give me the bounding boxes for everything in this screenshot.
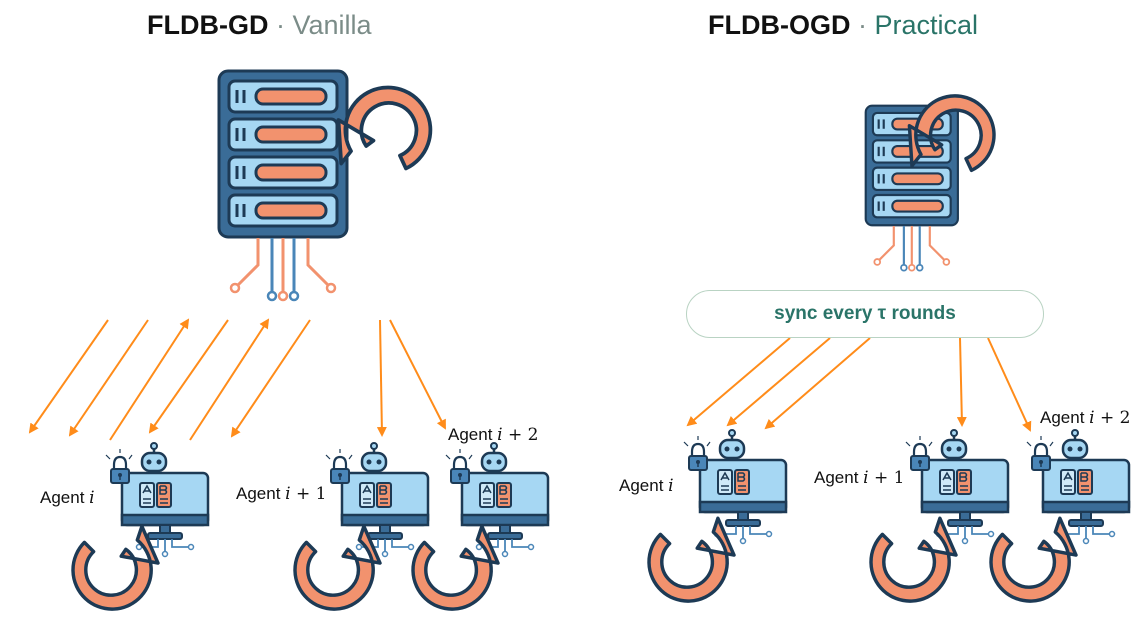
right-agent-1-cycle-icon [647, 516, 736, 603]
sync-arrow-5 [987, 337, 1032, 432]
agent-label-var: i [863, 468, 869, 488]
sync-box: sync every τ rounds [686, 290, 1044, 338]
left-agent-3-cycle-icon [411, 524, 500, 611]
left-agent-2-robot [324, 441, 430, 558]
left-agent-1-robot [104, 441, 210, 558]
sync-arrow-2 [726, 337, 831, 427]
agent-label-var: i [89, 488, 95, 508]
agent-label-op: + [502, 425, 528, 445]
agent-label-op: + [1094, 408, 1120, 428]
left-agent-2-label: Agent i + 1 [236, 484, 326, 504]
right-agent-2-cycle-icon [869, 516, 958, 603]
agent-label-op: + [868, 468, 894, 488]
right-arrows [686, 337, 1032, 432]
sync-arrow-1 [686, 337, 791, 427]
agent-label-prefix: Agent [814, 468, 864, 487]
left-agent-2-cycle-icon [293, 524, 382, 611]
left-title-sub: Vanilla [292, 10, 372, 40]
left-server [217, 69, 349, 302]
right-agent-2-robot [904, 428, 1010, 545]
agent-label-prefix: Agent [1040, 408, 1090, 427]
left-agent-1-cycle-icon [71, 524, 160, 611]
arrow-down-4 [230, 319, 311, 438]
right-agent-3-cycle-icon [989, 516, 1078, 603]
agent-label-var: i [1089, 408, 1095, 428]
arrow-down-3 [148, 319, 229, 434]
left-agent-3-robot [444, 441, 550, 558]
right-title-bold: FLDB-OGD [708, 10, 851, 40]
right-agent-1-label: Agent i [619, 476, 674, 496]
agent-label-var: i [285, 484, 291, 504]
left-agent-1-label: Agent i [40, 488, 95, 508]
agent-label-var: i [497, 425, 503, 445]
agent-label-prefix: Agent [40, 488, 90, 507]
right-agent-3-robot [1025, 428, 1131, 545]
left-arrows [28, 318, 446, 441]
sync-label: sync every τ rounds [774, 303, 956, 324]
right-agent-2-label: Agent i + 1 [814, 468, 904, 488]
arrow-down-1 [28, 319, 109, 434]
arrow-down-2 [68, 319, 149, 437]
agent-label-num: 2 [527, 425, 539, 445]
right-agent-3-label: Agent i + 2 [1040, 408, 1130, 428]
agent-label-op: + [290, 484, 316, 504]
arrow-up-2 [189, 318, 270, 441]
right-title-sub: Practical [874, 10, 979, 40]
agent-label-prefix: Agent [448, 425, 498, 444]
right-title-separator: · [858, 10, 867, 40]
right-panel-title: FLDB-OGD · Practical [708, 10, 978, 41]
right-agent-1-robot [682, 428, 788, 545]
sync-arrow-4 [956, 337, 967, 427]
agent-label-num: 1 [315, 484, 327, 504]
left-agent-3-label: Agent i + 2 [448, 425, 538, 445]
left-title-separator: · [276, 10, 285, 40]
agent-label-prefix: Agent [236, 484, 286, 503]
arrow-down-6 [389, 319, 446, 430]
agent-label-num: 1 [893, 468, 905, 488]
sync-arrow-3 [764, 337, 871, 430]
arrow-up-1 [109, 318, 190, 441]
left-title-bold: FLDB-GD [147, 10, 269, 40]
agent-label-num: 2 [1119, 408, 1131, 428]
agent-label-prefix: Agent [619, 476, 669, 495]
agent-label-var: i [668, 476, 674, 496]
left-panel-title: FLDB-GD · Vanilla [147, 10, 372, 41]
arrow-down-5 [376, 319, 387, 437]
